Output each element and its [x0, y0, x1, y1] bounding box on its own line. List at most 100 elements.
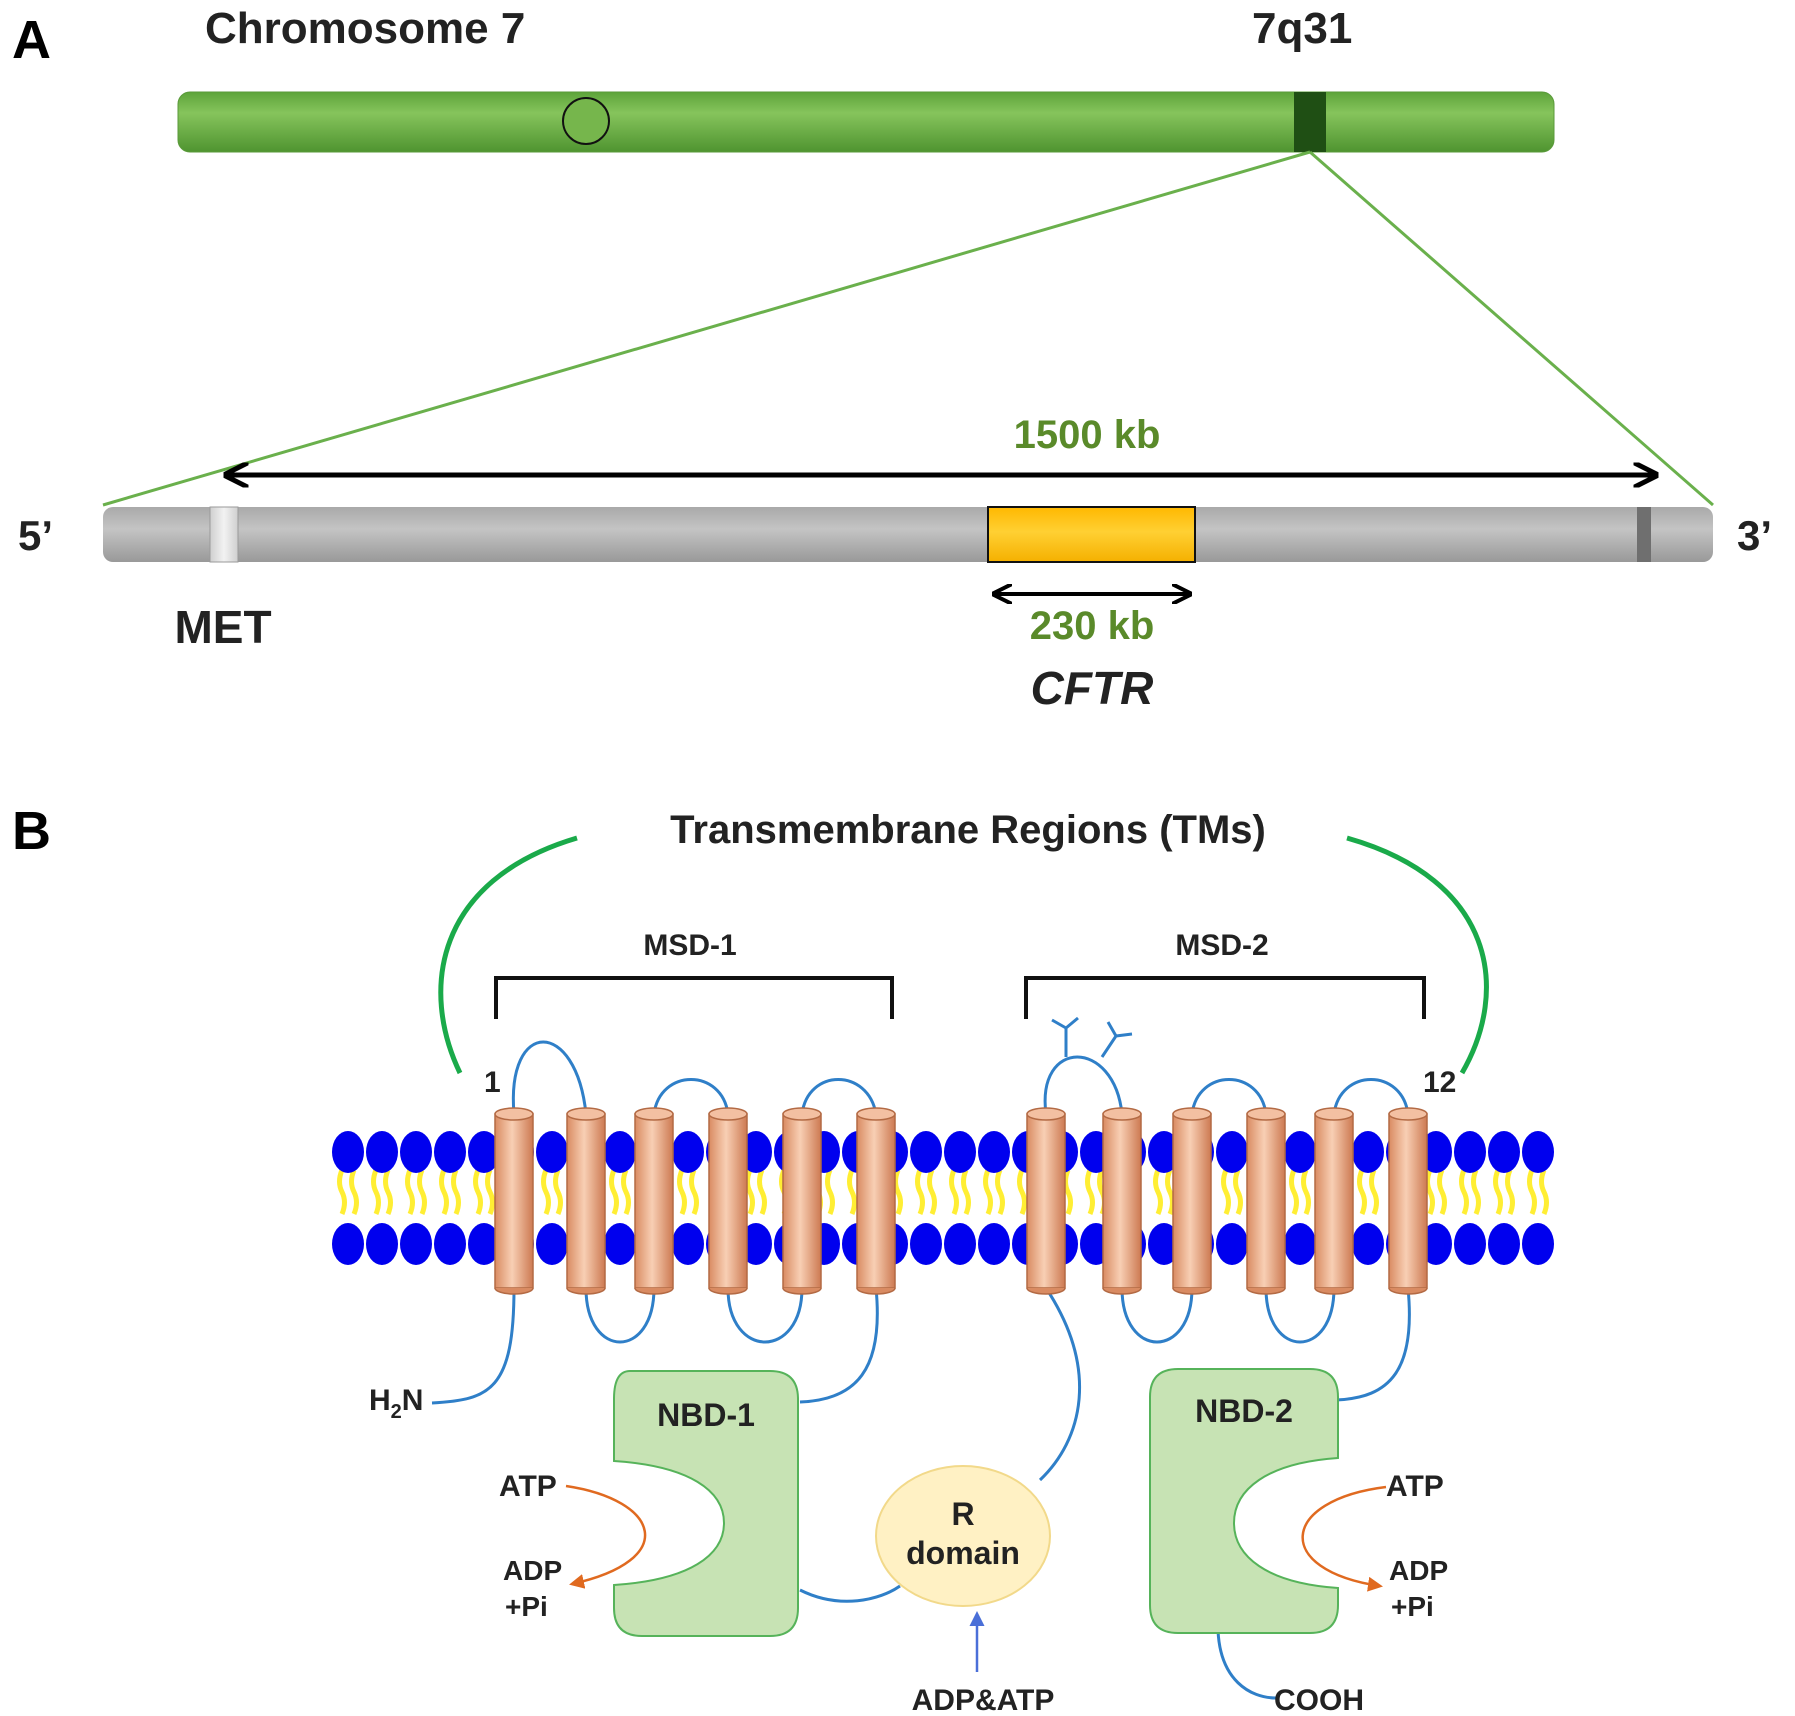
lipid-head [1454, 1131, 1486, 1173]
transmembrane-helix [708, 1107, 748, 1295]
lipid-tail [1289, 1169, 1311, 1215]
atp-left-label: ATP [499, 1470, 557, 1503]
extracellular-loops [511, 1040, 1410, 1115]
intracellular-loop [584, 1287, 656, 1344]
lipid-head [910, 1131, 942, 1173]
lipid-head [604, 1131, 636, 1173]
nbd2-label: NBD-2 [1195, 1393, 1293, 1429]
lipid-head [468, 1131, 500, 1173]
panel-a: A Chromosome 7 7q31 1500 kb 5’ 3’ MET 23… [12, 4, 1772, 714]
lipid-head [740, 1131, 772, 1173]
adp-right-label-2: +Pi [1391, 1591, 1434, 1622]
extracellular-loop [1190, 1078, 1268, 1115]
nbd2-shape [1149, 1368, 1339, 1634]
nbd1-shape [613, 1370, 799, 1637]
transmembrane-helices [494, 1107, 1428, 1295]
lipid-head [332, 1223, 364, 1265]
lipid-tail [1357, 1169, 1379, 1215]
lipid-head [434, 1223, 466, 1265]
c-terminus-label: COOH [1274, 1684, 1364, 1716]
r-domain-label-line1: R [951, 1496, 974, 1532]
three-prime-label: 3’ [1737, 512, 1772, 559]
lipid-head [944, 1223, 976, 1265]
regulator-label: ADP&ATP [912, 1684, 1055, 1716]
lipid-head [536, 1131, 568, 1173]
transmembrane-helix [634, 1107, 674, 1295]
r-domain-label-line2: domain [906, 1535, 1020, 1571]
lipid-head [978, 1223, 1010, 1265]
msd2-label: MSD-2 [1175, 929, 1268, 962]
extracellular-loop [800, 1078, 878, 1115]
met-label: MET [174, 601, 271, 653]
chromosome-label: Chromosome 7 [205, 4, 525, 53]
lipid-head [366, 1223, 398, 1265]
gene-label: CFTR [1031, 662, 1154, 714]
lipid-head [910, 1223, 942, 1265]
adp-left-label-2: +Pi [505, 1591, 548, 1622]
lipid-head [1352, 1223, 1384, 1265]
extracellular-loop [511, 1040, 588, 1115]
svg-text:H2N: H2N [369, 1384, 423, 1423]
lipid-tail [1493, 1169, 1515, 1215]
transmembrane-helix [1172, 1107, 1212, 1295]
lipid-tail [1085, 1169, 1107, 1215]
tm-last-label: 12 [1423, 1066, 1456, 1099]
transmembrane-helix [782, 1107, 822, 1295]
lipid-head [1488, 1223, 1520, 1265]
lipid-tail [405, 1169, 427, 1215]
lipid-head [1522, 1131, 1554, 1173]
extracellular-loop [1043, 1055, 1124, 1115]
tm-first-label: 1 [484, 1066, 501, 1099]
adp-left-label-1: ADP [503, 1555, 562, 1586]
c-terminal-chain [1216, 1629, 1277, 1700]
lipid-tail [609, 1169, 631, 1215]
lipid-head [468, 1223, 500, 1265]
lipid-head [1148, 1131, 1180, 1173]
transmembrane-helix [856, 1107, 896, 1295]
r-domain-link-in [799, 1584, 901, 1603]
lipid-head [536, 1223, 568, 1265]
lipid-head [1420, 1131, 1452, 1173]
zoom-line-left [102, 150, 1311, 507]
locus-band [1294, 92, 1326, 152]
intracellular-loop [1264, 1287, 1336, 1344]
lipid-head [366, 1131, 398, 1173]
lipid-head [1522, 1223, 1554, 1265]
intracellular-loops [431, 1287, 1411, 1700]
lipid-head [400, 1223, 432, 1265]
five-prime-label: 5’ [18, 512, 53, 559]
lipid-tail [337, 1169, 359, 1215]
lipid-tail [1153, 1169, 1175, 1215]
transmembrane-helix [1102, 1107, 1142, 1295]
tm-arc-right [1346, 835, 1489, 1075]
lipid-head [1352, 1131, 1384, 1173]
lipid-head [604, 1223, 636, 1265]
transmembrane-helix [566, 1107, 606, 1295]
msd1-label: MSD-1 [643, 929, 736, 962]
tm-title: Transmembrane Regions (TMs) [670, 808, 1266, 852]
lipid-tail [983, 1169, 1005, 1215]
locus-label: 7q31 [1252, 4, 1352, 53]
atp-right-arrow [1301, 1485, 1387, 1592]
panel-b: B Transmembrane Regions (TMs) MSD-1 MSD-… [12, 801, 1554, 1716]
intracellular-loop [726, 1287, 804, 1344]
met-gene-block [209, 506, 239, 563]
lipid-tail [473, 1169, 495, 1215]
atp-right-label: ATP [1386, 1470, 1444, 1503]
chromosome-bar [177, 91, 1555, 153]
cftr-gene-block [987, 506, 1196, 563]
nbd1-label: NBD-1 [657, 1397, 755, 1433]
lipid-tail [541, 1169, 563, 1215]
lipid-tail [1425, 1169, 1447, 1215]
lipid-tail [371, 1169, 393, 1215]
lipid-tail [439, 1169, 461, 1215]
lipid-tail [745, 1169, 767, 1215]
end-band [1637, 507, 1651, 562]
lipid-head [1488, 1131, 1520, 1173]
lipid-head [1454, 1223, 1486, 1265]
nbd1-link [799, 1287, 879, 1404]
lipid-head [332, 1131, 364, 1173]
extracellular-loop [1332, 1078, 1410, 1115]
panel-b-label: B [12, 801, 51, 861]
